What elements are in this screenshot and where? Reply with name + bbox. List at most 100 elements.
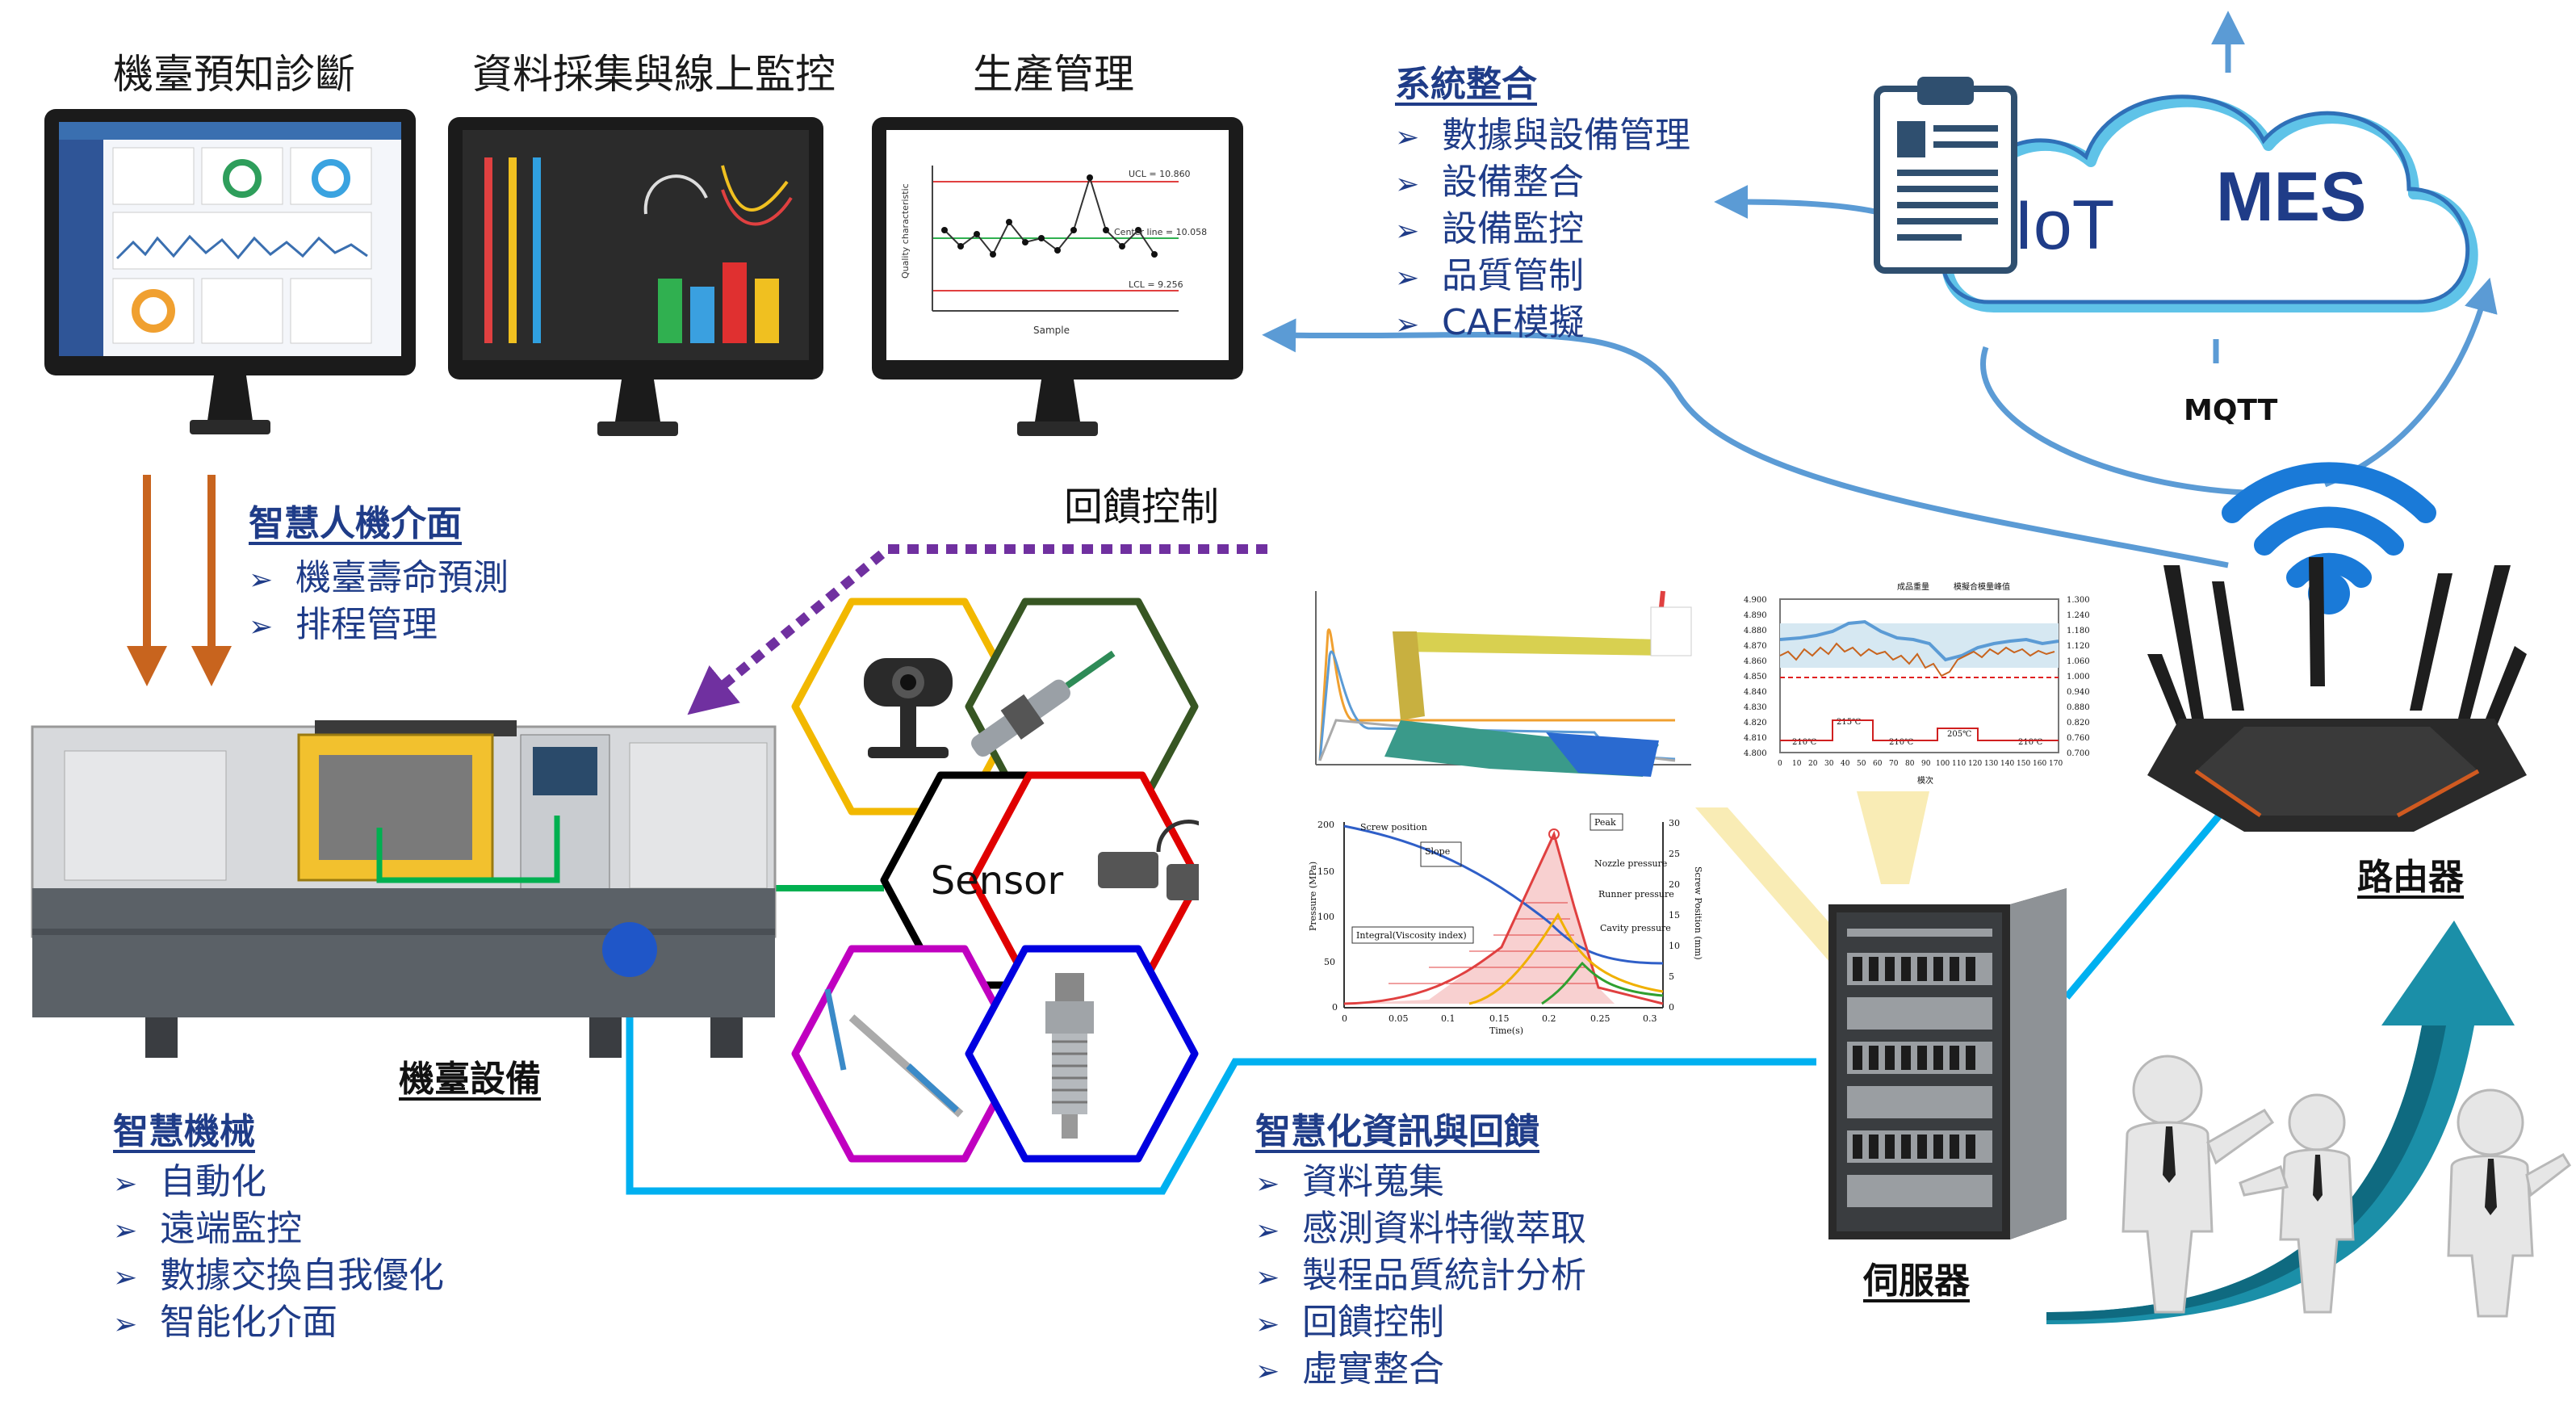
- svg-text:5: 5: [1669, 971, 1674, 982]
- smart-machine-item: ➢遠端監控: [113, 1206, 444, 1253]
- system-item: ➢品質管制: [1395, 254, 1690, 300]
- weight-chart: 成品重量 模擬合模量峰值 4.900 4.890 4.880 4.870 4.8…: [1736, 575, 2103, 789]
- bullet-arrow-icon: ➢: [1255, 1308, 1280, 1341]
- people-figures-image: [2122, 1055, 2571, 1318]
- system-item: ➢設備監控: [1395, 207, 1690, 254]
- mes-label: MES: [2216, 158, 2367, 236]
- hmi-list: ➢機臺壽命預測 ➢排程管理: [249, 556, 509, 649]
- svg-text:110: 110: [1952, 760, 1966, 768]
- probe-sensor-icon: [971, 650, 1116, 757]
- svg-text:0.05: 0.05: [1389, 1013, 1409, 1024]
- svg-text:20: 20: [1669, 879, 1680, 890]
- bullet-arrow-icon: ➢: [249, 564, 274, 597]
- bullet-arrow-icon: ➢: [249, 610, 274, 644]
- svg-text:80: 80: [1905, 760, 1915, 768]
- svg-text:150: 150: [2017, 760, 2030, 768]
- feedback-arrow: [687, 544, 1267, 715]
- thermocouple-icon: [824, 988, 964, 1118]
- svg-text:215℃: 215℃: [1837, 718, 1861, 727]
- svg-text:20: 20: [1808, 760, 1818, 768]
- svg-text:4.870: 4.870: [1744, 642, 1767, 651]
- bullet-arrow-icon: ➢: [113, 1214, 138, 1248]
- svg-text:1.180: 1.180: [2067, 627, 2090, 635]
- svg-text:50: 50: [1857, 760, 1866, 768]
- hmi-heading: 智慧人機介面: [249, 503, 462, 544]
- smart-machine-item: ➢智能化介面: [113, 1300, 444, 1347]
- svg-text:40: 40: [1841, 760, 1850, 768]
- system-item: ➢設備整合: [1395, 160, 1690, 207]
- system-heading: 系統整合: [1395, 64, 1537, 105]
- svg-text:Peak: Peak: [1594, 817, 1616, 828]
- monitor3-title: 生產管理: [973, 51, 1134, 98]
- svg-text:4.890: 4.890: [1744, 611, 1767, 620]
- clipboard-icon: [1874, 77, 2017, 274]
- pressure-sensor-icon: [1045, 973, 1094, 1139]
- svg-text:4.820: 4.820: [1744, 719, 1767, 728]
- svg-text:Integral(Viscosity index): Integral(Viscosity index): [1356, 930, 1467, 941]
- svg-text:0.940: 0.940: [2067, 688, 2090, 697]
- svg-text:0.15: 0.15: [1489, 1013, 1510, 1024]
- svg-text:30: 30: [1669, 818, 1680, 828]
- smart-machine-item: ➢自動化: [113, 1160, 444, 1206]
- svg-text:10: 10: [1792, 760, 1802, 768]
- svg-text:模擬合模量峰值: 模擬合模量峰值: [1954, 581, 2010, 592]
- svg-text:205℃: 205℃: [1947, 730, 1971, 739]
- pressure-y2label: Screw Position (mm): [1693, 866, 1703, 960]
- svg-text:0: 0: [1342, 1013, 1347, 1024]
- weight-xlabel: 模次: [1917, 775, 1933, 786]
- system-list: ➢數據與設備管理 ➢設備整合 ➢設備監控 ➢品質管制 ➢CAE模擬: [1395, 113, 1690, 347]
- smart-machine-heading: 智慧機械: [113, 1111, 255, 1152]
- svg-text:0.880: 0.880: [2067, 703, 2090, 712]
- sensor-hexagons: Sensor: [791, 598, 1199, 1163]
- svg-text:0.2: 0.2: [1542, 1013, 1556, 1024]
- smart-info-list: ➢資料蒐集 ➢感測資料特徵萃取 ➢製程品質統計分析 ➢回饋控制 ➢虛實整合: [1255, 1160, 1586, 1394]
- router-image: [2147, 557, 2527, 832]
- svg-text:210℃: 210℃: [1792, 738, 1816, 747]
- svg-text:0: 0: [1778, 760, 1782, 768]
- svg-text:0.700: 0.700: [2067, 749, 2090, 758]
- control-ylabel: Quality characteristic: [900, 183, 911, 279]
- svg-text:30: 30: [1824, 760, 1834, 768]
- svg-text:Cavity pressure: Cavity pressure: [1600, 923, 1671, 933]
- webcam-icon: [864, 658, 953, 758]
- svg-text:15: 15: [1669, 910, 1680, 921]
- svg-text:Screw position: Screw position: [1360, 822, 1427, 833]
- svg-text:成品重量: 成品重量: [1897, 581, 1929, 592]
- server-to-router-line: [2063, 793, 2239, 1000]
- bullet-arrow-icon: ➢: [1395, 121, 1420, 154]
- monitor2-title: 資料採集與線上監控: [472, 51, 836, 98]
- center-label: Center line = 10.058: [1114, 227, 1207, 237]
- bullet-arrow-icon: ➢: [1255, 1261, 1280, 1294]
- monitor3-control-chart: UCL = 10.860 Center line = 10.058 LCL = …: [872, 117, 1243, 436]
- hmi-item: ➢排程管理: [249, 602, 509, 649]
- svg-text:Runner pressure: Runner pressure: [1598, 889, 1674, 900]
- svg-text:4.900: 4.900: [1744, 596, 1767, 605]
- system-item: ➢數據與設備管理: [1395, 113, 1690, 160]
- server-image: [1828, 888, 2067, 1239]
- sensor-label: Sensor: [931, 858, 1064, 904]
- svg-text:50: 50: [1324, 957, 1335, 967]
- bullet-arrow-icon: ➢: [1255, 1214, 1280, 1248]
- svg-text:200: 200: [1317, 820, 1334, 830]
- smart-machine-item: ➢數據交換自我優化: [113, 1253, 444, 1300]
- svg-text:4.840: 4.840: [1744, 688, 1767, 697]
- svg-text:150: 150: [1317, 866, 1334, 877]
- svg-text:0.820: 0.820: [2067, 719, 2090, 728]
- lcl-label: LCL = 9.256: [1129, 279, 1183, 290]
- smart-info-item: ➢感測資料特徵萃取: [1255, 1206, 1586, 1253]
- monitor1: [44, 109, 416, 434]
- svg-text:120: 120: [1968, 760, 1982, 768]
- svg-text:0.3: 0.3: [1643, 1013, 1657, 1024]
- svg-text:1.300: 1.300: [2067, 596, 2090, 605]
- svg-text:130: 130: [1984, 760, 1998, 768]
- pressure-ylabel: Pressure (MPa): [1308, 862, 1318, 931]
- control-xlabel: Sample: [1033, 325, 1070, 336]
- simulation-chart: [1304, 583, 1699, 797]
- bullet-arrow-icon: ➢: [1395, 308, 1420, 342]
- smart-machine-list: ➢自動化 ➢遠端監控 ➢數據交換自我優化 ➢智能化介面: [113, 1160, 444, 1347]
- svg-text:1.120: 1.120: [2067, 642, 2090, 651]
- bullet-arrow-icon: ➢: [113, 1261, 138, 1294]
- machine-to-server-line: [626, 949, 1816, 1195]
- svg-text:0.760: 0.760: [2067, 734, 2090, 743]
- iot-label: IoT: [2014, 187, 2115, 264]
